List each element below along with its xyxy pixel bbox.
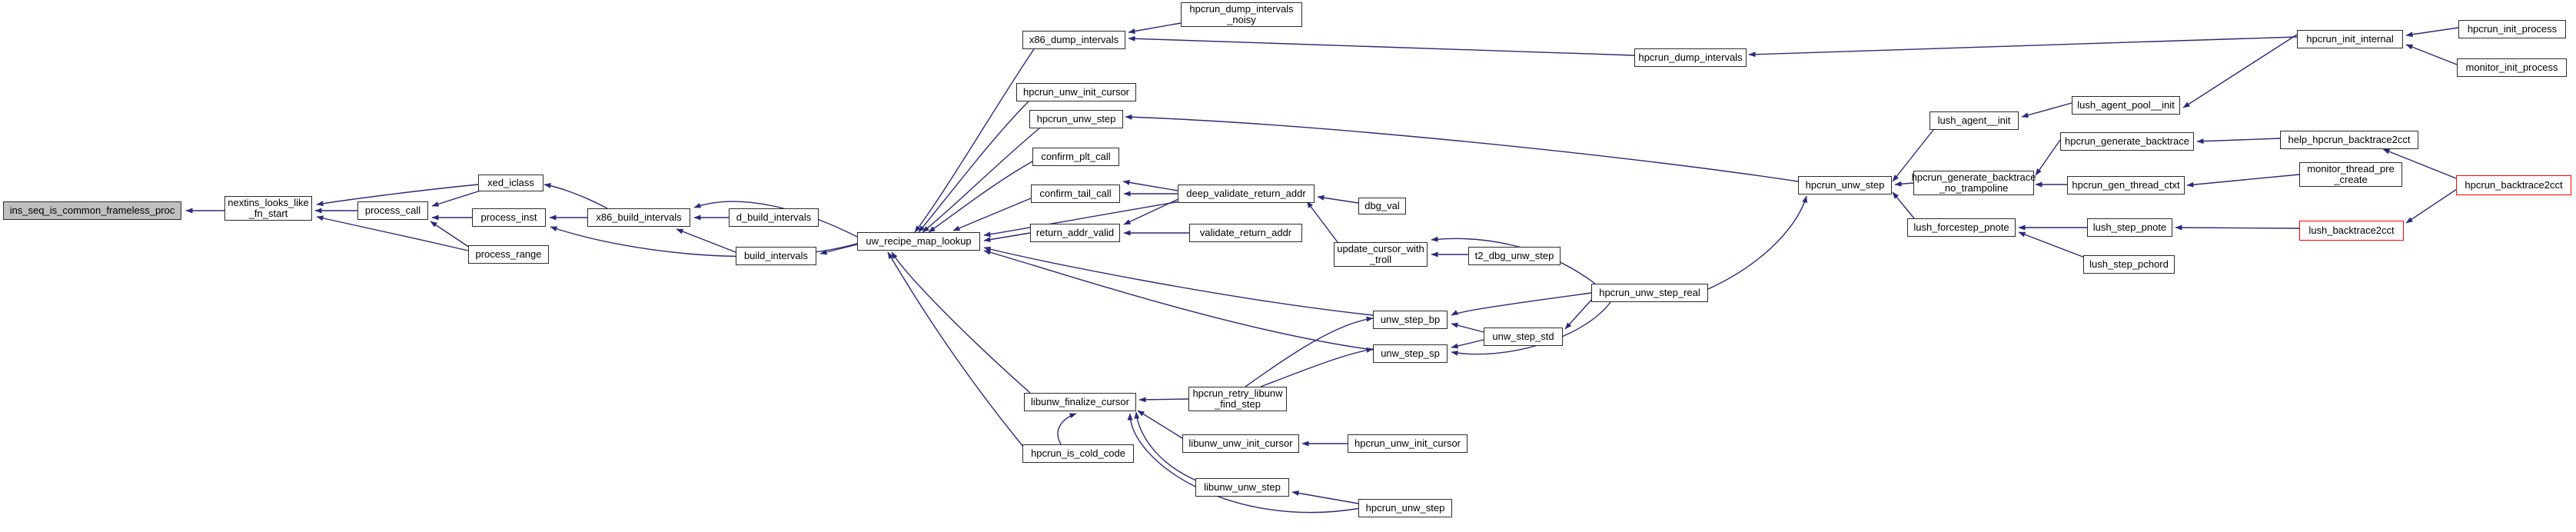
call-edge (2405, 188, 2458, 224)
call-edge (1451, 339, 1484, 349)
graph-node-process-inst[interactable]: process_inst (472, 208, 546, 227)
call-edge (983, 249, 1374, 351)
call-edge (2196, 138, 2281, 145)
graph-node-unw-step-bp[interactable]: unw_step_bp (1373, 311, 1448, 329)
graph-node-deep-validate-return-addr[interactable]: deep_validate_return_addr (1178, 185, 1315, 203)
graph-node-return-addr-valid[interactable]: return_addr_valid (1030, 224, 1120, 242)
call-edge (1128, 35, 1635, 56)
graph-node-t2-dbg-unw-step[interactable]: t2_dbg_unw_step (1468, 247, 1561, 265)
graph-node-lush-agent-pool--init[interactable]: lush_agent_pool__init (2072, 96, 2180, 115)
call-edge (676, 228, 736, 253)
graph-node-hpcrun-unw-step[interactable]: hpcrun_unw_step (1798, 176, 1892, 195)
graph-node-confirm-plt-call[interactable]: confirm_plt_call (1032, 148, 1119, 166)
graph-node-confirm-tail-call[interactable]: confirm_tail_call (1031, 185, 1120, 203)
graph-node-hpcrun-unw-step-real[interactable]: hpcrun_unw_step_real (1591, 284, 1708, 302)
graph-node-process-call[interactable]: process_call (357, 201, 428, 220)
graph-node-hpcrun-unw-init-cursor[interactable]: hpcrun_unw_init_cursor (1016, 83, 1136, 101)
call-edge (1137, 410, 1183, 439)
graph-node-lush-step-pnote[interactable]: lush_step_pnote (2087, 218, 2172, 237)
call-edge (2405, 44, 2458, 65)
call-edge (819, 244, 858, 255)
call-edge (1707, 195, 1808, 290)
call-edge (1245, 316, 1374, 387)
graph-node-build-intervals[interactable]: build_intervals (736, 247, 816, 265)
graph-node-hpcrun-is-cold-code[interactable]: hpcrun_is_cold_code (1022, 444, 1134, 463)
graph-node-hpcrun-dump-intervals[interactable]: hpcrun_dump_intervals (1634, 48, 1747, 67)
call-edge (1748, 36, 2298, 58)
graph-node-hpcrun-backtrace2cct[interactable]: hpcrun_backtrace2cct (2456, 175, 2571, 195)
graph-node-x86-dump-intervals[interactable]: x86_dump_intervals (1022, 31, 1125, 49)
call-edge (887, 251, 1025, 448)
graph-node-dbg-val[interactable]: dbg_val (1358, 198, 1406, 214)
call-edge (1564, 298, 1594, 330)
graph-node-help-hpcrun-backtrace2cct[interactable]: help_hpcrun_backtrace2cct (2280, 131, 2418, 149)
graph-node-hpcrun-init-internal[interactable]: hpcrun_init_internal (2297, 30, 2403, 48)
call-edge (316, 215, 469, 251)
call-edge (1128, 22, 1182, 34)
graph-node-ins-seq-is-common-frameless-proc[interactable]: ins_seq_is_common_frameless_proc (3, 201, 181, 220)
call-edge (2035, 139, 2061, 176)
graph-node-hpcrun-init-process[interactable]: hpcrun_init_process (2458, 20, 2566, 38)
graph-node-validate-return-addr[interactable]: validate_return_addr (1189, 224, 1302, 242)
graph-node-libunw-unw-step[interactable]: libunw_unw_step (1195, 478, 1289, 497)
graph-node-uw-recipe-map-lookup[interactable]: uw_recipe_map_lookup (857, 232, 980, 251)
graph-node-hpcrun-unw-init-cursor[interactable]: hpcrun_unw_init_cursor (1348, 434, 1467, 453)
call-edge (1123, 198, 1181, 225)
graph-node-libunw-unw-init-cursor[interactable]: libunw_unw_init_cursor (1182, 434, 1299, 453)
call-edge (2186, 174, 2300, 188)
graph-node-lush-step-pchord[interactable]: lush_step_pchord (2083, 255, 2175, 274)
call-edge (1306, 201, 1338, 243)
graph-node-hpcrun-unw-step[interactable]: hpcrun_unw_step (1029, 110, 1123, 128)
graph-node-hpcrun-generate-backtrace--no-trampoline[interactable]: hpcrun_generate_backtrace _no_trampoline (1911, 171, 2036, 195)
graph-node-lush-backtrace2cct[interactable]: lush_backtrace2cct (2299, 221, 2404, 241)
call-edge (431, 190, 481, 207)
call-edge (983, 246, 1374, 316)
call-edge (1291, 490, 1359, 504)
graph-node-hpcrun-retry-libunw--find-step[interactable]: hpcrun_retry_libunw _find_step (1188, 387, 1287, 411)
graph-node-monitor-init-process[interactable]: monitor_init_process (2457, 58, 2567, 77)
graph-node-hpcrun-unw-step[interactable]: hpcrun_unw_step (1358, 499, 1452, 517)
graph-node-update-cursor-with--troll[interactable]: update_cursor_with _troll (1334, 242, 1428, 267)
graph-node-hpcrun-generate-backtrace[interactable]: hpcrun_generate_backtrace (2060, 132, 2194, 151)
graph-node-hpcrun-gen-thread-ctxt[interactable]: hpcrun_gen_thread_ctxt (2067, 176, 2185, 195)
call-edge (952, 198, 1032, 231)
call-edge (1451, 292, 1592, 316)
call-edge (1127, 413, 1361, 514)
call-edge (2182, 34, 2298, 108)
graph-node-process-range[interactable]: process_range (468, 245, 549, 264)
graph-node-unw-step-std[interactable]: unw_step_std (1484, 328, 1563, 346)
call-edge (1122, 179, 1178, 191)
call-edge (430, 221, 470, 248)
call-edge (2405, 27, 2459, 38)
graph-node-x86-build-intervals[interactable]: x86_build_intervals (587, 208, 690, 227)
call-edge (2021, 102, 2072, 118)
call-edge (1057, 413, 1077, 445)
call-edge (1451, 322, 1484, 333)
graph-node-lush-forcestep-pnote[interactable]: lush_forcestep_pnote (1907, 218, 2016, 237)
call-edge (1138, 397, 1189, 403)
call-edge (1892, 191, 1915, 219)
call-edge (914, 48, 1035, 233)
call-edge (983, 232, 1031, 243)
graph-node-lush-agent--init[interactable]: lush_agent__init (1930, 111, 2019, 130)
graph-node-hpcrun-dump-intervals--noisy[interactable]: hpcrun_dump_intervals _noisy (1181, 2, 1302, 27)
graph-node-unw-step-sp[interactable]: unw_step_sp (1373, 344, 1448, 363)
call-edge (928, 161, 1033, 233)
call-edge (2018, 231, 2086, 258)
call-edge (1317, 195, 1359, 204)
call-edge (1260, 347, 1374, 387)
call-edge (918, 101, 1029, 233)
graph-node-d-build-intervals[interactable]: d_build_intervals (729, 208, 819, 227)
call-edge (1125, 114, 1799, 182)
call-edge (543, 182, 608, 209)
call-edge (1894, 181, 1914, 187)
graph-node-monitor-thread-pre--create[interactable]: monitor_thread_pre _create (2299, 162, 2402, 187)
graph-node-xed-iclass[interactable]: xed_iclass (478, 175, 543, 191)
call-edge (922, 128, 1040, 233)
graph-node-libunw-finalize-cursor[interactable]: libunw_finalize_cursor (1024, 393, 1136, 411)
graph-node-nextins-looks-like--fn-start[interactable]: nextins_looks_like _fn_start (224, 196, 312, 221)
call-edge (891, 251, 1031, 394)
